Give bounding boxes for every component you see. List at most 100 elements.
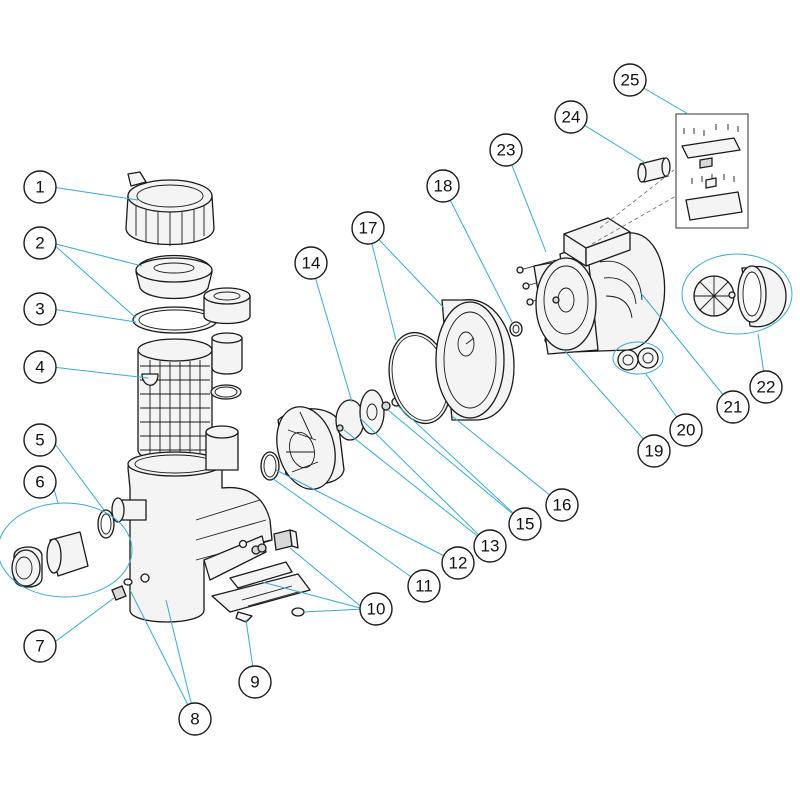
leader-1 (51, 186, 139, 201)
callout-18: 18 (426, 169, 460, 203)
callout-14-label: 14 (302, 254, 321, 273)
callout-25: 25 (613, 63, 647, 97)
leader-23 (505, 149, 547, 253)
callout-11-label: 11 (415, 577, 433, 596)
leader-5 (51, 439, 105, 511)
callout-4: 4 (23, 350, 57, 384)
callout-9-label: 9 (250, 673, 259, 692)
guide-line-capacitor (599, 169, 675, 229)
leader-10c (303, 608, 365, 613)
part-seal-plate-oring (388, 331, 452, 425)
leader-7 (51, 597, 115, 645)
callout-7-label: 7 (35, 637, 44, 656)
callout-8: 8 (178, 702, 212, 736)
callout-1-label: 1 (35, 178, 44, 197)
part-impeller (335, 389, 401, 441)
leader-13b (359, 417, 491, 547)
part-lid-cover (135, 254, 213, 300)
leader-15a (387, 409, 526, 525)
callout-1: 1 (23, 170, 57, 204)
callout-14: 14 (294, 246, 328, 280)
callout-6: 6 (23, 465, 57, 499)
leader-8b (165, 599, 196, 720)
part-lid-oring (132, 306, 218, 334)
leader-10a (289, 547, 365, 610)
callout-12-label: 12 (449, 554, 468, 573)
leader-14 (310, 262, 353, 403)
callout-17-label: 17 (359, 219, 378, 238)
callout-20: 20 (669, 413, 703, 447)
leader-12 (275, 469, 459, 564)
callout-22: 22 (749, 370, 783, 404)
group-ellipse-union (0, 502, 133, 598)
callout-16: 16 (545, 488, 579, 522)
callout-15: 15 (508, 507, 542, 541)
leader-21 (639, 291, 734, 408)
part-pump-housing (111, 425, 273, 623)
leader-4 (51, 366, 149, 379)
part-pump-base (211, 561, 311, 623)
part-small-plug (111, 578, 133, 601)
leader-17b (367, 227, 445, 309)
callout-22-label: 22 (757, 378, 776, 397)
callout-12: 12 (441, 546, 475, 580)
part-union-assembly (11, 509, 115, 588)
part-terminal-box-kit (675, 113, 749, 229)
callout-17: 17 (351, 211, 385, 245)
callout-11: 11 (407, 569, 441, 603)
callout-19-label: 19 (645, 442, 664, 461)
callout-13-label: 13 (481, 537, 500, 556)
callout-24: 24 (554, 100, 588, 134)
part-drain-plugs (238, 529, 305, 617)
callout-25-label: 25 (621, 71, 640, 90)
callout-3-label: 3 (35, 300, 44, 319)
leader-2a (51, 242, 143, 267)
callout-21-label: 21 (724, 398, 743, 417)
callout-13: 13 (473, 529, 507, 563)
leader-11 (271, 477, 425, 587)
leader-15b (397, 405, 526, 525)
part-motor (533, 217, 666, 355)
part-lid-ring (125, 171, 215, 246)
part-washer (509, 321, 523, 337)
callout-16-label: 16 (553, 496, 572, 515)
part-capacitor (637, 157, 671, 183)
callout-10: 10 (359, 592, 393, 626)
leader-13a (343, 429, 491, 547)
leader-17a (367, 227, 397, 341)
callout-15-label: 15 (516, 515, 535, 534)
leader-2b (51, 242, 137, 319)
callout-5-label: 5 (35, 431, 44, 450)
callout-3: 3 (23, 292, 57, 326)
group-ellipse-bearings (612, 341, 664, 375)
callout-7: 7 (23, 629, 57, 663)
leader-10b (261, 581, 365, 610)
callout-21: 21 (716, 390, 750, 424)
part-strainer-basket (137, 338, 213, 463)
callout-2: 2 (23, 226, 57, 260)
part-seal-plate (435, 299, 515, 421)
callout-24-label: 24 (562, 108, 581, 127)
part-diffuser (276, 406, 345, 490)
guide-line-terminal (591, 195, 677, 245)
leader-3 (51, 308, 137, 323)
leader-18 (442, 185, 513, 323)
callout-23-label: 23 (497, 141, 516, 160)
leader-16 (451, 415, 563, 506)
part-fan-assembly (693, 265, 787, 328)
leader-19 (563, 349, 655, 452)
callout-2-label: 2 (35, 234, 44, 253)
callout-19: 19 (637, 434, 671, 468)
callout-10-label: 10 (367, 600, 386, 619)
group-ellipse-fan (681, 253, 793, 335)
part-bearings (617, 347, 659, 371)
leader-lines (51, 79, 767, 720)
callout-23: 23 (489, 133, 523, 167)
callout-8-label: 8 (190, 710, 199, 729)
callout-4-label: 4 (35, 358, 44, 377)
callout-6-label: 6 (35, 473, 44, 492)
callout-9: 9 (238, 665, 272, 699)
callout-5: 5 (23, 423, 57, 457)
